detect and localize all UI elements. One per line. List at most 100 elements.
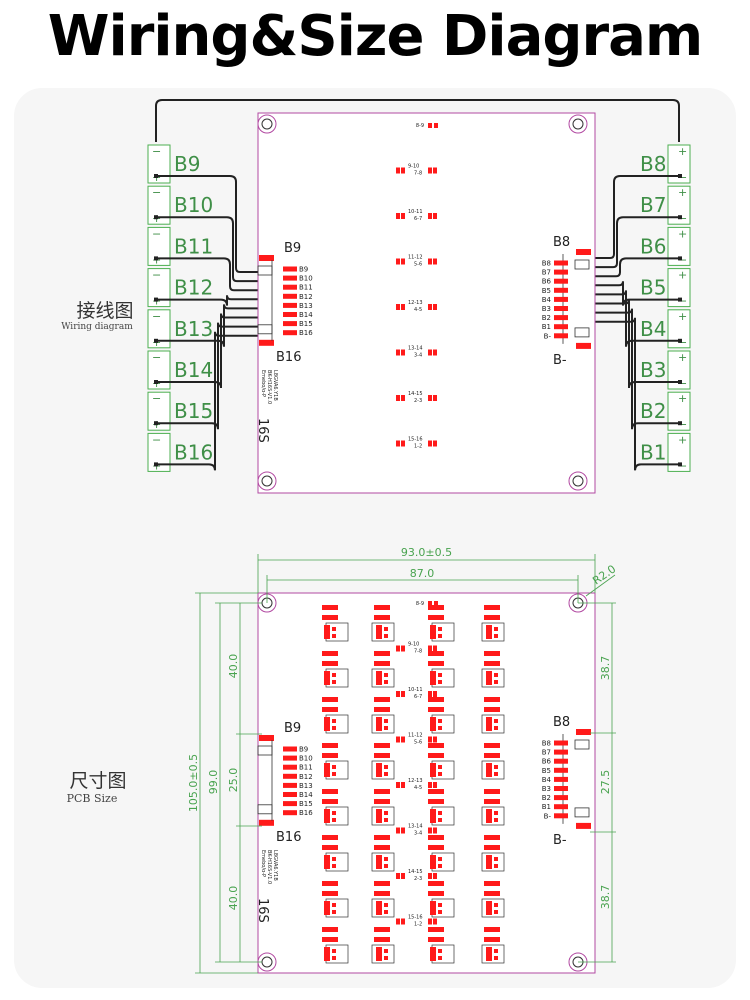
balance-pad [434, 601, 438, 606]
smd-pad [322, 891, 338, 896]
smd-pad [438, 811, 442, 815]
right-connector-pin-b8 [554, 260, 568, 266]
smd-pad [428, 615, 444, 620]
size-right-connector-pin-b- [554, 813, 568, 819]
balance-label: 10-11 [408, 687, 423, 693]
smd-pad [332, 811, 336, 815]
cell-label-b10: B10 [174, 193, 213, 217]
cell-b4 [667, 309, 691, 349]
size-left-connector-pin-label: B10 [299, 755, 313, 763]
dim-height-holes-group: 99.0 [207, 770, 220, 795]
balance-pad [396, 691, 400, 697]
smd-pad [484, 789, 500, 794]
balance-pad [433, 213, 437, 219]
board-silk-text: Emebo/ɑ-P [260, 370, 266, 397]
cell-minus-sign: − [152, 310, 161, 323]
cell-b13 [147, 309, 171, 349]
balance-pad [396, 167, 400, 174]
cell-b14 [147, 350, 171, 390]
wiring-diagram: −+B9−+B10−+B11−+B12−+B13−+B14−+B15−+B16+… [147, 99, 691, 494]
size-left-connector-pin-b14 [283, 792, 297, 797]
smd-pad [438, 857, 442, 861]
ic-outline [481, 714, 505, 734]
size-left-connector-pin-label: B11 [299, 764, 313, 772]
balance-label: 2-3 [414, 876, 422, 882]
balance-pad [401, 918, 405, 925]
smd-pad [332, 673, 336, 677]
balance-label: 3-4 [414, 831, 422, 837]
balance-pad [428, 123, 432, 128]
size-series-label: 16S [255, 898, 270, 923]
dim-height-holes: 99.0 [207, 770, 220, 795]
smd-pad [494, 949, 498, 953]
smd-pad [486, 625, 492, 639]
left-connector-pin-label: B13 [299, 302, 313, 310]
left-connector-pin-label: B15 [299, 320, 313, 328]
smd-pad [384, 772, 388, 776]
left-connector-pin-label: B16 [299, 329, 313, 337]
smd-pad [322, 651, 338, 656]
balance-label: 12-13 [408, 300, 423, 306]
balance-label: 12-13 [408, 778, 423, 784]
balance-wire-b11 [156, 257, 284, 292]
right-connector-pin-b1 [554, 324, 568, 330]
right-connector-pin-label: B3 [542, 305, 551, 313]
cell-plus-sign: + [678, 310, 687, 323]
right-connector-tab-top [576, 249, 591, 255]
smd-pad [428, 605, 444, 610]
smd-pad [438, 765, 442, 769]
smd-pad [324, 717, 330, 731]
balance-pad [396, 349, 400, 356]
smd-pad [374, 661, 390, 666]
balance-label: 7-8 [414, 171, 422, 177]
right-connector-bottom-label: B- [553, 353, 567, 368]
size-right-connector-pin-b4 [554, 776, 568, 782]
balance-label: 6-7 [414, 216, 422, 222]
ic-outline [371, 806, 395, 826]
balance-wire-b1 [570, 317, 680, 471]
size-left-connector-pin-b12 [283, 773, 297, 779]
balance-label: 9-10 [408, 164, 419, 170]
left-connector-pin-label: B10 [299, 275, 313, 283]
smd-pad [374, 927, 390, 932]
cell-plus-sign: + [678, 351, 687, 364]
series-label: 16S [255, 418, 270, 443]
smd-pad [428, 697, 444, 702]
size-left-connector-pin-b9 [283, 746, 297, 752]
dim-right-mid-group: 27.5 [599, 770, 612, 795]
smd-pad [324, 809, 330, 823]
size-right-connector-pin-label: B5 [542, 767, 551, 775]
smd-pad [384, 765, 388, 769]
smd-pad [484, 835, 500, 840]
size-board-silk-text: L8GVA6.Y1B [272, 850, 278, 881]
smd-pad [376, 671, 382, 685]
balance-pad [428, 736, 432, 743]
smd-pad [438, 864, 442, 868]
ic-outline [371, 760, 395, 780]
cell-minus-sign: − [152, 269, 161, 282]
size-right-connector-pin-label: B1 [542, 803, 551, 811]
balance-pad [401, 873, 405, 879]
dim-left-bottom-group: 40.0 [227, 886, 240, 911]
smd-pad [486, 947, 492, 961]
balance-pad [428, 440, 432, 447]
size-right-connector-pin-b3 [554, 786, 568, 791]
smd-pad [332, 627, 336, 631]
cell-plus-sign: + [678, 186, 687, 199]
size-right-connector-pin-label: B6 [542, 758, 552, 766]
smd-pad [322, 743, 338, 748]
dim-height-total: 105.0±0.5 [187, 754, 200, 812]
size-right-connector-bottom-label: B- [553, 833, 567, 848]
ic-outline [481, 898, 505, 918]
smd-pad [494, 680, 498, 684]
cell-b2 [667, 391, 691, 431]
ic-outline [481, 944, 505, 964]
cell-label-b3: B3 [640, 358, 666, 382]
wiring-diagram-label-cn: 接线图 [76, 300, 134, 322]
smd-pad [374, 881, 390, 886]
balance-pad [401, 691, 405, 697]
smd-pad [486, 763, 492, 777]
size-right-connector-top-label: B8 [553, 715, 570, 730]
balance-label: 14-15 [408, 869, 423, 875]
smd-pad [494, 772, 498, 776]
